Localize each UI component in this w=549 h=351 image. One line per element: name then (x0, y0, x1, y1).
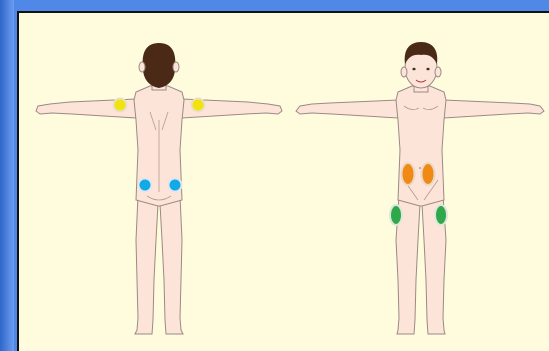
marker-abdomen-left[interactable] (402, 163, 415, 185)
front-right-arm (444, 100, 544, 118)
front-torso (396, 86, 446, 206)
marker-thigh-right[interactable] (435, 205, 447, 225)
marker-abdomen-right[interactable] (422, 163, 435, 185)
back-hair (143, 43, 176, 88)
marker-upper-arm-left[interactable] (114, 99, 127, 112)
back-left-leg (135, 196, 158, 334)
marker-lower-back-left[interactable] (139, 179, 152, 192)
front-left-arm (296, 100, 398, 118)
marker-thigh-left[interactable] (390, 205, 402, 225)
back-figure (36, 43, 282, 334)
marker-lower-back-right[interactable] (169, 179, 182, 192)
front-figure (296, 42, 544, 334)
marker-upper-arm-right[interactable] (192, 99, 205, 112)
back-right-leg (160, 196, 183, 334)
